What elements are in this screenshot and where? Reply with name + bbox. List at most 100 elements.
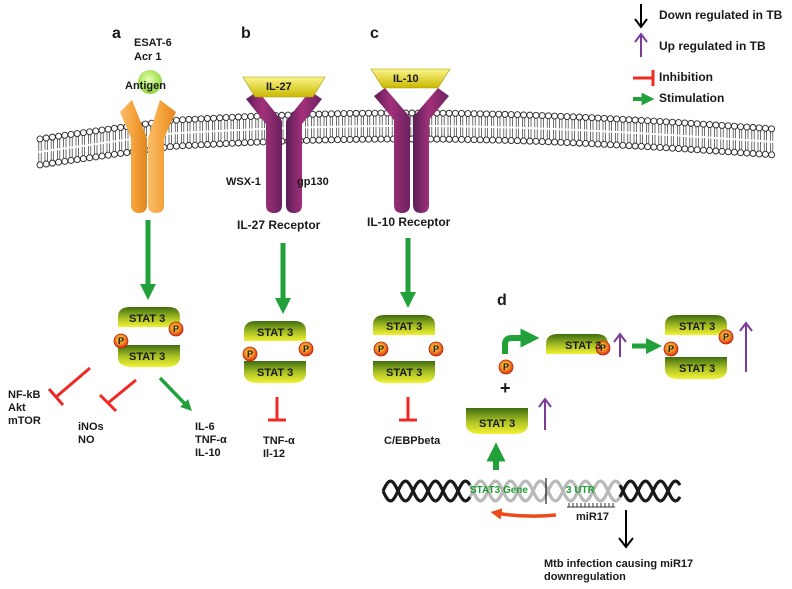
item-cebpbeta: C/EBPbeta	[384, 435, 441, 447]
stat3-label-d-dimer-top: STAT 3	[679, 321, 716, 333]
il10-receptor	[374, 88, 449, 213]
inhibition-bar-inos	[98, 393, 118, 413]
inhibited-list-b: TNF-α Il-12	[263, 435, 295, 461]
up-arrow-d-stat3	[538, 397, 552, 430]
il10-ligand	[370, 68, 451, 89]
inhibited-list-nfkb: NF-kB Akt mTOR	[8, 389, 41, 428]
il27-receptor	[246, 91, 322, 213]
stat-a-bottom	[118, 345, 180, 367]
stat3-label-d-dimer-bottom: STAT 3	[679, 363, 716, 375]
legend-down-arrow-icon	[634, 4, 648, 29]
mir17-outcome-text: Mtb infection causing miR17 downregulati…	[544, 558, 693, 584]
phospho-b1	[242, 346, 258, 362]
phosphorylation-arrow	[502, 328, 540, 354]
item-no: NO	[78, 434, 95, 446]
stat3-label-b-top: STAT 3	[257, 327, 294, 339]
item-inos: iNOs	[78, 421, 104, 433]
stat-c-bottom	[373, 361, 435, 383]
outcome-line-2: downregulation	[544, 571, 626, 583]
inhibition-bar-nfkb	[47, 388, 65, 406]
stat3-label-b-bottom: STAT 3	[257, 367, 294, 379]
stat-d-dimer-bottom	[665, 357, 727, 379]
stat-a-top	[118, 307, 180, 327]
il27-ligand-label: IL-27	[266, 81, 292, 93]
wsx1-label: WSX-1	[226, 176, 261, 188]
item-akt: Akt	[8, 402, 26, 414]
mir17-down-arrow	[618, 510, 634, 549]
stat-b-top	[244, 321, 306, 341]
stat-d-unphosphorylated	[466, 408, 528, 434]
stat3-label-c-bottom: STAT 3	[386, 367, 423, 379]
phospho-d-free	[498, 359, 514, 375]
phospho-label-b2: P	[303, 344, 310, 354]
phospho-d-dimer1	[663, 341, 679, 357]
stat3-label-d-mono: STAT 3	[565, 340, 602, 352]
panel-label-c: c	[370, 25, 379, 42]
stimulation-arrow-cytokines	[158, 376, 192, 412]
il10-ligand-label: IL-10	[393, 73, 419, 85]
antigen-label: Antigen	[125, 80, 166, 92]
up-arrow-d-mono	[613, 332, 627, 357]
stat3-label-a-bottom: STAT 3	[129, 351, 166, 363]
stimulated-list-cytokines: IL-6 TNF-α IL-10	[195, 421, 227, 460]
stat3-label-c-top: STAT 3	[386, 321, 423, 333]
stat-d-dimer-top	[665, 315, 727, 335]
phospho-label-a2: P	[118, 336, 125, 346]
item-il10: IL-10	[195, 447, 221, 459]
legend-inhibition-icon	[633, 70, 655, 86]
item-tnfa: TNF-α	[195, 434, 227, 446]
inhibition-line-inos	[107, 378, 137, 405]
il10-receptor-label: IL-10 Receptor	[367, 215, 451, 229]
dna-double-helix	[381, 478, 682, 504]
phospho-a1	[168, 321, 184, 337]
antigen-name-1: ESAT-6	[134, 37, 172, 49]
phospho-b2	[298, 341, 314, 357]
phospho-a2	[113, 333, 129, 349]
phospho-label-d-dimer1: P	[668, 344, 675, 354]
legend-up-arrow-icon	[634, 32, 648, 57]
item-il6: IL-6	[195, 421, 215, 433]
item-il12: Il-12	[263, 448, 286, 460]
phospho-d-dimer2	[718, 329, 734, 345]
mir17-binding-marks	[567, 503, 615, 508]
item-tnfa-b: TNF-α	[263, 435, 295, 447]
stat3-label-a-top: STAT 3	[129, 313, 166, 325]
up-arrow-d-dimer	[739, 321, 753, 372]
legend-inhibition-label: Inhibition	[659, 70, 713, 84]
panel-label-a: a	[112, 25, 121, 42]
antigen-receptor	[120, 100, 176, 213]
utr-label: 3 UTR	[566, 485, 595, 496]
legend-stimulation-label: Stimulation	[659, 91, 725, 105]
gp130-label: gp130	[297, 176, 329, 188]
inhibited-list-inos: iNOs NO	[78, 421, 104, 447]
stat3-group	[113, 307, 734, 434]
panel-label-d: d	[497, 292, 507, 309]
phospho-c1	[373, 341, 389, 357]
antigen-circle	[138, 70, 162, 94]
antigen-name-2: Acr 1	[134, 51, 162, 63]
mir17-label: miR17	[576, 511, 610, 523]
phospho-label-d-mono: P	[600, 343, 607, 353]
il27-receptor-label: IL-27 Receptor	[237, 218, 321, 232]
stat-b-bottom	[244, 361, 306, 383]
outcome-line-1: Mtb infection causing miR17	[544, 558, 694, 570]
legend-up-label: Up regulated in TB	[659, 39, 766, 53]
item-mtor: mTOR	[8, 415, 41, 427]
panel-label-b: b	[241, 25, 251, 42]
phospho-d-mono	[595, 340, 611, 356]
stat-c-top	[373, 315, 435, 335]
legend-down-label: Down regulated in TB	[659, 8, 783, 22]
phospho-label-b1: P	[247, 349, 254, 359]
stat-d-mono	[546, 334, 608, 354]
phospho-label-a1: P	[173, 324, 180, 334]
phospho-label-d-dimer2: P	[723, 332, 730, 342]
phospho-label-c1: P	[378, 344, 385, 354]
phospho-label-c2: P	[433, 344, 440, 354]
inhibition-line-nfkb	[55, 366, 91, 399]
phospho-c2	[428, 341, 444, 357]
stat3-gene-label: STAT3 Gene	[470, 485, 528, 496]
phospho-label-d-free: P	[503, 362, 510, 372]
stat3-label-d-unphos: STAT 3	[479, 418, 516, 430]
il27-ligand	[242, 76, 326, 98]
